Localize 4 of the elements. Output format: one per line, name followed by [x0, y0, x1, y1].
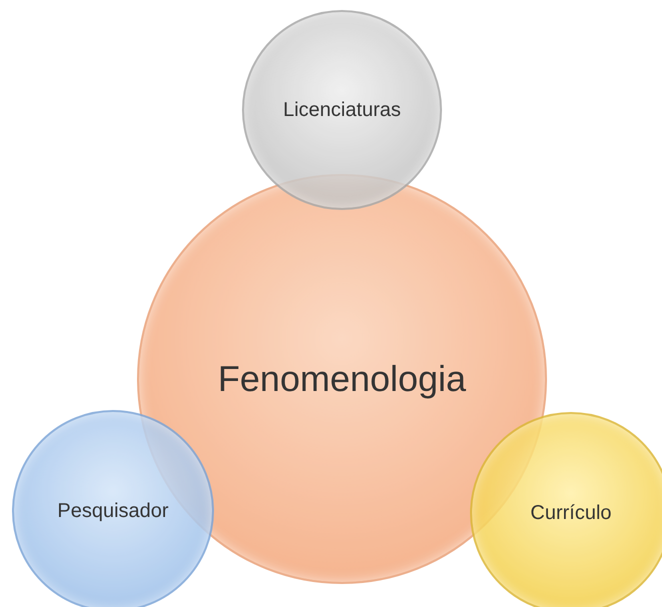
node-label: Licenciaturas [283, 98, 401, 122]
node-label: Currículo [530, 502, 612, 524]
node-label: Fenomenologia [218, 358, 466, 400]
node-label: Pesquisador [57, 500, 169, 522]
